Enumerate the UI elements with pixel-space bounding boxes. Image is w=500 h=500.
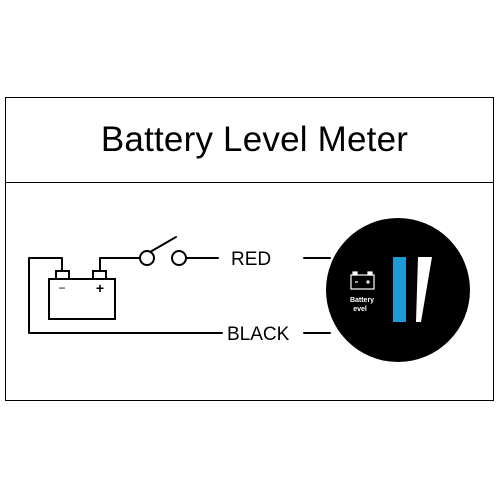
meter-battery-icon <box>350 271 375 290</box>
meter-needle <box>416 257 432 322</box>
black-wire-label: BLACK <box>227 324 290 345</box>
title-cell: Battery Level Meter <box>6 98 493 183</box>
negative-wire <box>28 257 223 334</box>
battery-positive-terminal: + <box>96 280 104 296</box>
red-wire-label: RED <box>231 249 271 270</box>
diagram-frame: Battery Level Meter <box>5 97 494 401</box>
switch-icon <box>139 236 187 266</box>
positive-wire <box>99 257 141 272</box>
meter-level-bar <box>393 257 406 322</box>
battery-negative-terminal: − <box>58 281 65 295</box>
battery-icon <box>48 270 116 320</box>
meter-label-line2: evel <box>353 306 367 313</box>
battery-meter: Battery evel <box>326 218 470 362</box>
page-title: Battery Level Meter <box>100 120 409 159</box>
meter-label-line1: Battery <box>350 297 374 304</box>
